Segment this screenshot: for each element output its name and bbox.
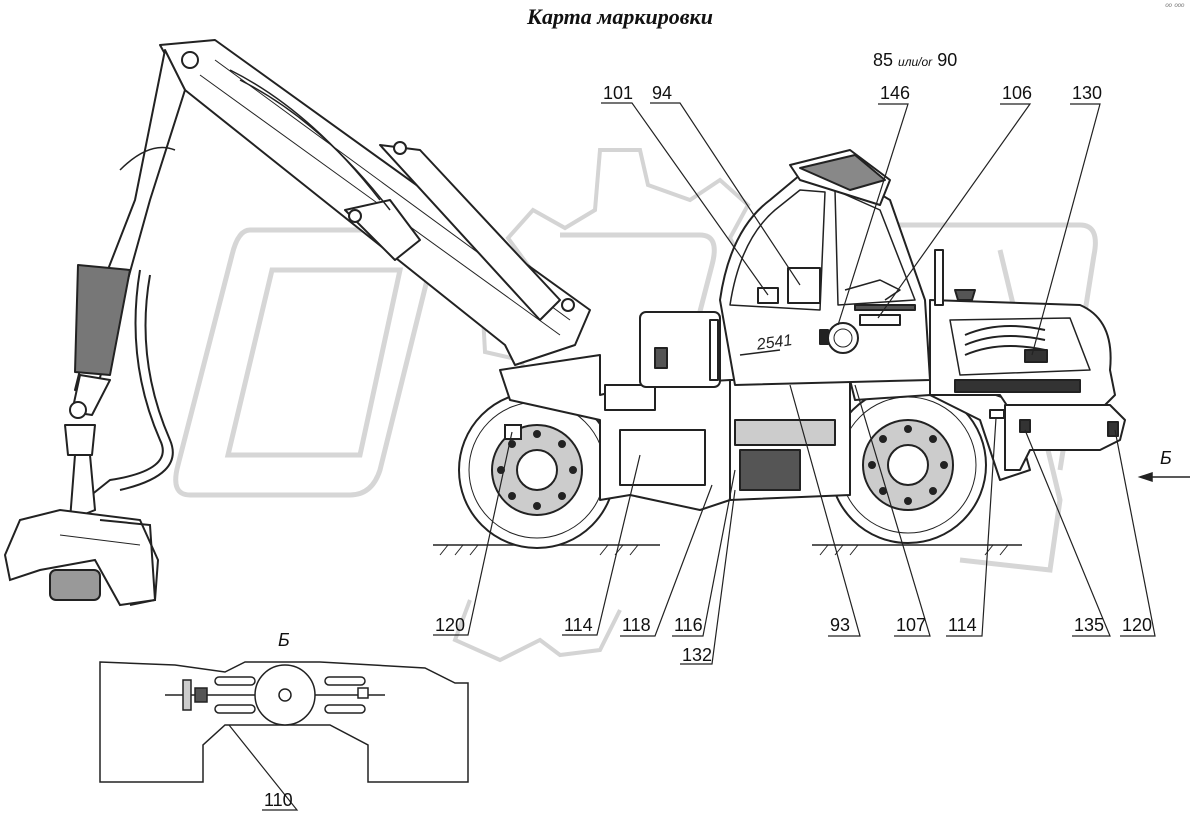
callout-94: 94	[652, 83, 673, 103]
callout-85-or-90: 85 или/or 90	[873, 50, 957, 71]
page-title: Карта маркировки	[527, 4, 713, 29]
callout-135: 135	[1074, 615, 1105, 635]
cab	[709, 149, 931, 386]
view-arrow-label: Б	[1160, 448, 1172, 468]
machine-number: 2541	[755, 332, 794, 354]
callout-110: 110	[264, 790, 293, 810]
callout-114-left: 114	[564, 615, 593, 635]
detail-view-label: Б	[278, 630, 290, 650]
view-arrow	[1137, 471, 1190, 483]
callout-132: 132	[682, 645, 713, 665]
callout-130: 130	[1072, 83, 1103, 103]
callout-85: 85	[873, 50, 894, 70]
corner-mark: ºº ººº	[1165, 2, 1184, 12]
callout-116: 116	[674, 615, 703, 635]
callout-101: 101	[603, 83, 634, 103]
callout-107: 107	[896, 615, 927, 635]
callout-93: 93	[830, 615, 851, 635]
ground-lines	[433, 544, 1022, 556]
front-wheel	[458, 391, 616, 549]
callout-106: 106	[1002, 83, 1033, 103]
leader-lines	[204, 102, 1156, 811]
chassis	[499, 249, 1126, 511]
callout-146: 146	[880, 83, 911, 103]
callout-114-right: 114	[948, 615, 977, 635]
crane-boom	[64, 39, 591, 501]
callout-90: 90	[937, 50, 958, 70]
harvester-head	[3, 454, 160, 607]
detail-view-b	[99, 661, 469, 783]
callout-118: 118	[622, 615, 651, 635]
callout-120-right: 120	[1122, 615, 1153, 635]
callout-85-separator: или/or	[898, 55, 933, 69]
callout-120-left: 120	[435, 615, 466, 635]
